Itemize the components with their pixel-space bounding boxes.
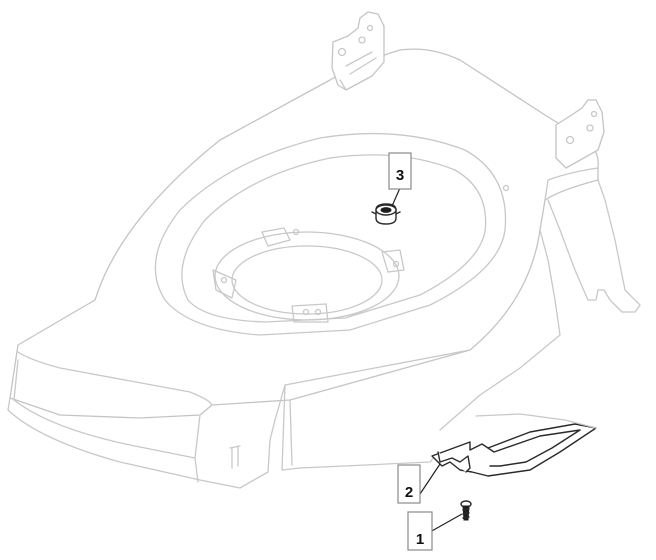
mount-tab — [381, 249, 405, 273]
bracket-hole — [586, 124, 594, 132]
bracket-hole — [366, 24, 374, 32]
deck-front-face-edge — [194, 457, 199, 483]
mount-bolt-hole — [302, 308, 310, 316]
engine-mount-flange — [212, 184, 510, 323]
callout-2: 2 — [397, 464, 421, 504]
deck-rear-lip — [544, 167, 599, 201]
leader-2 — [419, 463, 441, 495]
mount-tab — [212, 269, 237, 299]
part-1-screw — [460, 500, 472, 521]
leader-1 — [429, 513, 463, 533]
flap-ghost-outline — [475, 413, 597, 429]
callout-3-label: 3 — [396, 167, 404, 184]
callout-3-box — [388, 152, 412, 190]
deck-front-skirt — [7, 397, 276, 489]
callout-3: 3 — [388, 152, 412, 190]
engine-bowl-outline — [154, 132, 507, 336]
flap-rod — [437, 451, 471, 473]
plug-rim — [371, 211, 401, 215]
plug-hole — [380, 207, 392, 213]
mount-bolt-hole — [292, 228, 300, 236]
deck-hole — [502, 184, 510, 192]
right-handle-bracket — [555, 99, 605, 169]
deck-rear-corner — [547, 179, 641, 313]
mount-tab — [291, 303, 329, 323]
callout-1-label: 1 — [416, 531, 424, 548]
mount-ring-outer — [214, 231, 400, 321]
bracket-hole — [337, 47, 347, 57]
part-3-plug — [371, 203, 401, 225]
screw-threads — [462, 508, 470, 519]
bracket-hole — [565, 135, 575, 145]
flap-inner-edge — [487, 429, 581, 467]
callout-2-label: 2 — [405, 484, 413, 501]
leader-lines — [391, 187, 463, 533]
bracket-hole — [590, 110, 598, 118]
mount-bolt-hole — [314, 308, 322, 316]
callout-1-box — [407, 511, 433, 551]
mount-tab — [261, 227, 291, 247]
callout-2-box — [397, 464, 421, 504]
mower-deck — [7, 11, 641, 489]
deck-side-skirt — [274, 229, 561, 471]
bracket-ribs — [339, 51, 377, 91]
leader-3 — [391, 187, 401, 207]
mount-bolt-hole — [220, 276, 228, 284]
callout-1: 1 — [407, 511, 433, 551]
deck-side-skirt-inner — [289, 399, 293, 466]
left-handle-bracket — [331, 11, 385, 91]
part-2-rear-flap — [431, 413, 597, 477]
deck-front-skirt-inner — [17, 351, 213, 406]
mount-bolt-hole — [392, 260, 400, 268]
deck-front-face — [13, 359, 201, 459]
bracket-hole — [358, 36, 366, 44]
deck-top-surface — [9, 48, 599, 419]
skirt-detail — [229, 445, 241, 469]
